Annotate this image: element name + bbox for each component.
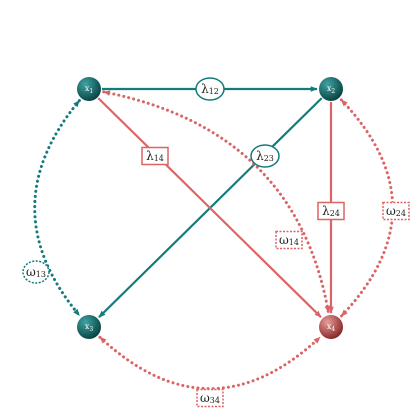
node-label-base: x [85, 84, 90, 93]
node-label-subscript: 4 [331, 326, 335, 333]
edge-label-text-omega13: ω13 [26, 265, 46, 280]
edge-label-box-omega24 [382, 201, 410, 221]
edge-label-text-lambda12: λ12 [201, 82, 219, 97]
edge-label-box-lambda24 [317, 201, 345, 221]
edge-label-lambda14: λ14 [141, 146, 169, 166]
edge-label-lambda23: λ23 [250, 144, 280, 168]
edge-label-omega34: ω34 [196, 388, 224, 408]
node-sphere-x1 [77, 77, 101, 101]
edge-label-text-lambda14: λ14 [146, 149, 164, 164]
node-x3: x3 [77, 315, 101, 339]
edge-label-symbol: λ [146, 149, 154, 163]
edge-label-box-omega14 [275, 230, 303, 250]
node-label-base: x [85, 322, 90, 331]
edge-label-subscript: 12 [209, 87, 219, 96]
node-sphere-x4 [319, 315, 343, 339]
edge-label-subscript: 14 [154, 154, 164, 163]
edge-label-lambda12: λ12 [195, 77, 225, 101]
edge-label-text-omega34: ω34 [200, 391, 220, 406]
node-label-x2: x2 [327, 84, 336, 95]
edge-label-text-lambda23: λ23 [256, 149, 274, 164]
edge-label-symbol: λ [256, 149, 264, 163]
edge-label-box-omega13 [22, 260, 50, 284]
edge-label-lambda24: λ24 [317, 201, 345, 221]
edge-label-box-lambda23 [250, 144, 280, 168]
edge-label-subscript: 24 [330, 209, 340, 218]
node-label-subscript: 2 [331, 88, 335, 95]
edge-label-symbol: ω [386, 204, 396, 218]
edge-label-symbol: λ [322, 204, 330, 218]
node-sphere-x2 [319, 77, 343, 101]
edge-label-subscript: 14 [289, 238, 299, 247]
edge-label-symbol: ω [279, 233, 289, 247]
edge-label-subscript: 34 [210, 396, 220, 405]
edge-label-subscript: 13 [36, 270, 46, 279]
edge-omega14 [102, 90, 331, 314]
edge-label-omega14: ω14 [275, 230, 303, 250]
node-label-x1: x1 [85, 84, 93, 95]
edge-label-text-lambda24: λ24 [322, 204, 340, 219]
edge-label-omega13: ω13 [22, 260, 50, 284]
edge-label-symbol: ω [200, 391, 210, 405]
edge-label-symbol: ω [26, 265, 36, 279]
edge-label-subscript: 24 [396, 209, 406, 218]
edge-label-subscript: 23 [264, 154, 274, 163]
node-label-subscript: 1 [89, 88, 93, 95]
edge-label-text-omega14: ω14 [279, 233, 299, 248]
edge-label-omega24: ω24 [382, 201, 410, 221]
edge-omega34 [98, 335, 322, 390]
node-label-base: x [327, 322, 332, 331]
edge-label-box-lambda12 [195, 77, 225, 101]
node-label-x4: x4 [327, 322, 336, 333]
edge-omega13 [33, 99, 81, 317]
edge-label-text-omega24: ω24 [386, 204, 406, 219]
node-label-x3: x3 [85, 322, 94, 333]
node-sphere-x3 [77, 315, 101, 339]
edges-layer [33, 86, 394, 390]
node-x2: x2 [319, 77, 343, 101]
node-label-subscript: 3 [89, 326, 93, 333]
node-x4: x4 [319, 315, 343, 339]
node-label-base: x [327, 84, 332, 93]
edge-label-box-lambda14 [141, 146, 169, 166]
edge-label-box-omega34 [196, 388, 224, 408]
edge-label-symbol: λ [201, 82, 209, 96]
node-x1: x1 [77, 77, 101, 101]
